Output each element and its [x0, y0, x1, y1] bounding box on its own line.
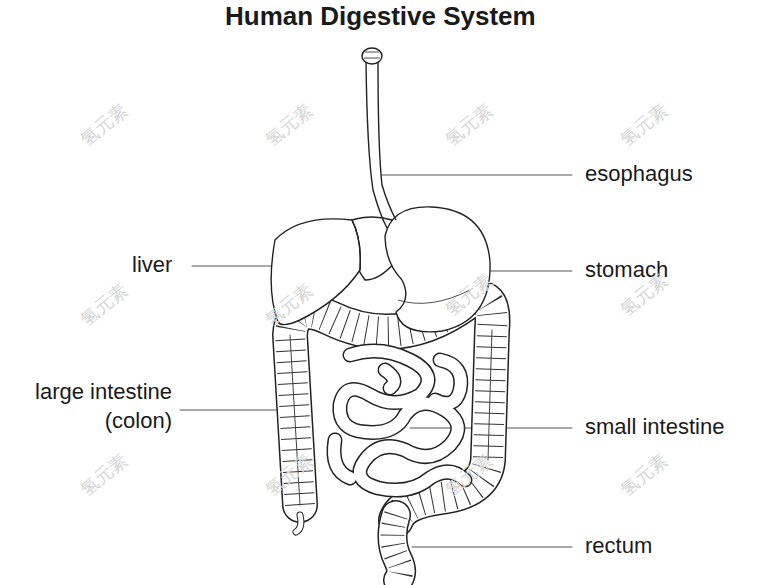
watermark: 氢元素: [261, 98, 318, 151]
watermark: 氢元素: [441, 98, 498, 151]
part-label: large intestine (colon): [4, 378, 172, 435]
watermark: 氢元素: [76, 448, 133, 501]
part-label: small intestine: [585, 414, 724, 440]
watermark: 氢元素: [616, 98, 673, 151]
part-label: esophagus: [585, 161, 693, 187]
part-label: rectum: [585, 533, 652, 559]
watermark: 氢元素: [76, 98, 133, 151]
watermark: 氢元素: [76, 278, 133, 331]
part-label: liver: [132, 252, 172, 278]
watermark: 氢元素: [616, 448, 673, 501]
diagram-title: Human Digestive System: [225, 1, 536, 32]
